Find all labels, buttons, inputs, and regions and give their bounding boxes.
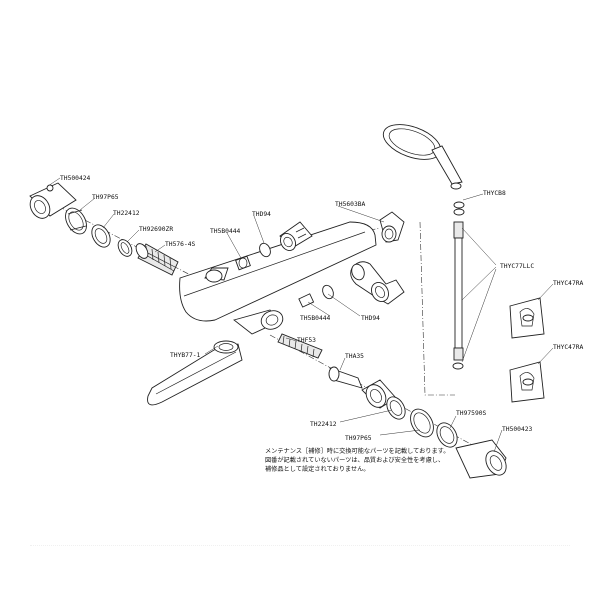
part-thyc77llc (452, 221, 464, 370)
label-th500423: TH500423 (502, 426, 533, 433)
label-thd94-mid: THD94 (361, 315, 380, 322)
label-th97p65-bottom: TH97P65 (345, 435, 372, 442)
part-thd94-mid (322, 284, 334, 300)
label-thyc77llc: THYC77LLC (500, 263, 534, 270)
label-thycb8: THYCB8 (483, 190, 506, 197)
part-th500423 (455, 439, 507, 479)
part-th97p65-top (65, 207, 87, 235)
leader-lines (47, 177, 554, 453)
label-thyc47ra-2: THYC47RA (553, 344, 584, 351)
part-th92690zr (117, 239, 133, 257)
maintenance-note-line-2: 図番が記載されていないパーツは、品質および安全性を考慮し、 (265, 457, 445, 464)
part-main-body (179, 221, 377, 335)
part-th5603ba (379, 211, 405, 243)
label-th5b0444-mid: TH5B0444 (300, 315, 331, 322)
label-th5b0444-top: TH5B0444 (210, 228, 241, 235)
label-th97p65-top: TH97P65 (92, 194, 119, 201)
label-th22412-top: TH22412 (113, 210, 140, 217)
maintenance-note-line-1: メンテナンス［補修］時に交換可能なパーツを記載しております。 (265, 448, 450, 455)
part-th97590s (436, 422, 458, 448)
part-tha35 (328, 366, 363, 389)
label-thd94-top: THD94 (252, 211, 271, 218)
part-th22412-bottom (386, 396, 406, 420)
assembly-axis-right (419, 221, 455, 396)
label-th500424: TH500424 (60, 175, 91, 182)
label-th576-4s: TH576-4S (165, 241, 196, 248)
label-thyb77-1: THYB77-1 (170, 352, 201, 359)
part-th5b0444-top (235, 255, 251, 271)
label-th92690zr: TH92690ZR (139, 226, 173, 233)
label-thyc47ra-1: THYC47RA (553, 280, 584, 287)
part-ring-upper-small (259, 242, 271, 258)
part-thd94-top (279, 221, 313, 251)
part-th22412-top (91, 224, 111, 248)
part-th576-4s (135, 243, 179, 276)
label-th97590s: TH97590S (456, 410, 487, 417)
faint-divider (30, 545, 570, 546)
maintenance-note-line-3: 補修品として設定されておりません。 (265, 466, 370, 473)
label-thf53: THF53 (297, 337, 316, 344)
part-thyc47ra-upper (509, 297, 545, 339)
part-shower-head (382, 124, 463, 190)
label-tha35: THA35 (345, 353, 364, 360)
label-th22412-bottom: TH22412 (310, 421, 337, 428)
part-th5b0444-mid (298, 293, 315, 308)
part-elbow-mid (350, 261, 405, 305)
part-th97p65-bottom (410, 408, 434, 438)
part-thycb8 (453, 201, 465, 216)
part-thyc47ra-lower (509, 361, 545, 403)
label-th5603ba: TH5603BA (335, 201, 366, 208)
part-thf53 (277, 333, 323, 359)
part-thyb77-1 (147, 340, 243, 406)
part-th500424 (29, 182, 77, 219)
